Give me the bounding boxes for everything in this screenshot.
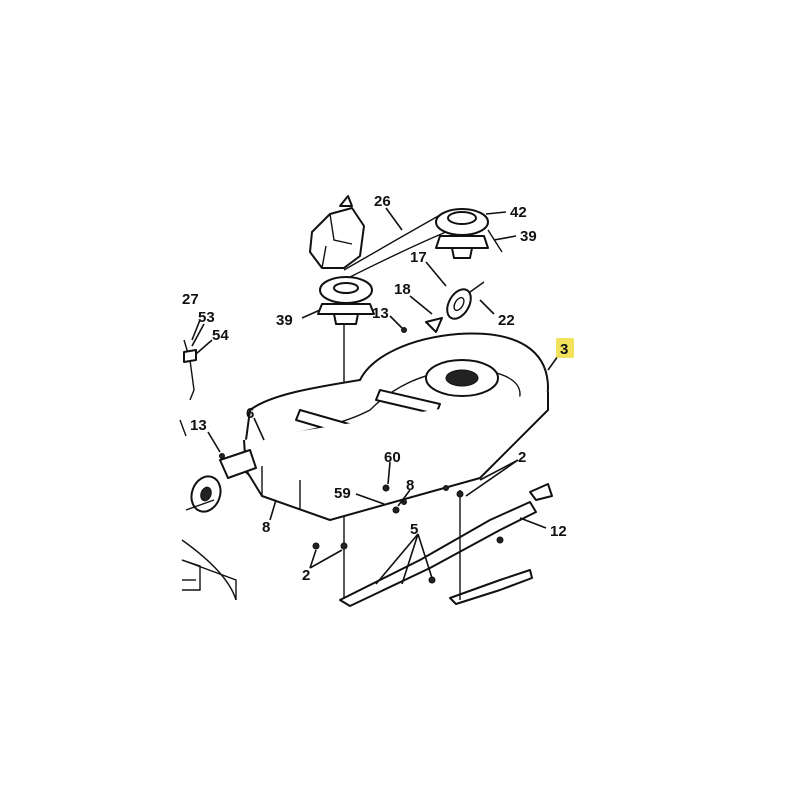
idler-bracket: [309, 195, 365, 269]
callout-6: 6: [246, 405, 254, 422]
callout-26: 26: [374, 193, 391, 210]
right-spindle-pulley: [435, 208, 503, 259]
callout-42: 42: [510, 204, 527, 221]
callout-12: 12: [550, 523, 567, 540]
callout-2-bottom: 2: [302, 567, 310, 584]
callout-39-left: 39: [276, 312, 293, 329]
callout-3-highlight: [556, 338, 574, 358]
callout-53: 53: [198, 309, 215, 326]
callout-5: 5: [410, 521, 418, 538]
callout-27: 27: [182, 291, 199, 308]
callout-59: 59: [334, 485, 351, 502]
deck-belt: [343, 214, 447, 279]
idler-pulley: [425, 281, 485, 333]
blade-assembly: [339, 483, 553, 607]
gauge-wheel-left: [185, 449, 257, 513]
callout-60: 60: [384, 449, 401, 466]
leader-lines: [191, 207, 559, 585]
callout-18: 18: [394, 281, 411, 298]
callout-labels: 26 42 39 17 18 39 13 22 27 53 54 3 6 13 …: [182, 193, 574, 584]
callout-3: 3: [560, 341, 568, 358]
callout-13-top: 13: [372, 305, 389, 322]
callout-22: 22: [498, 312, 515, 329]
callout-13-left: 13: [190, 417, 207, 434]
callout-17: 17: [410, 249, 427, 266]
callout-39-right: 39: [520, 228, 537, 245]
hardware-bolts: [219, 327, 504, 584]
callout-8-left: 8: [262, 519, 270, 536]
left-bracket: [179, 339, 237, 601]
callout-54: 54: [212, 327, 229, 344]
lower-left-parts: [181, 559, 237, 600]
callout-2-right: 2: [518, 449, 526, 466]
callout-8-center: 8: [406, 477, 414, 494]
deck-housing: [243, 332, 549, 521]
